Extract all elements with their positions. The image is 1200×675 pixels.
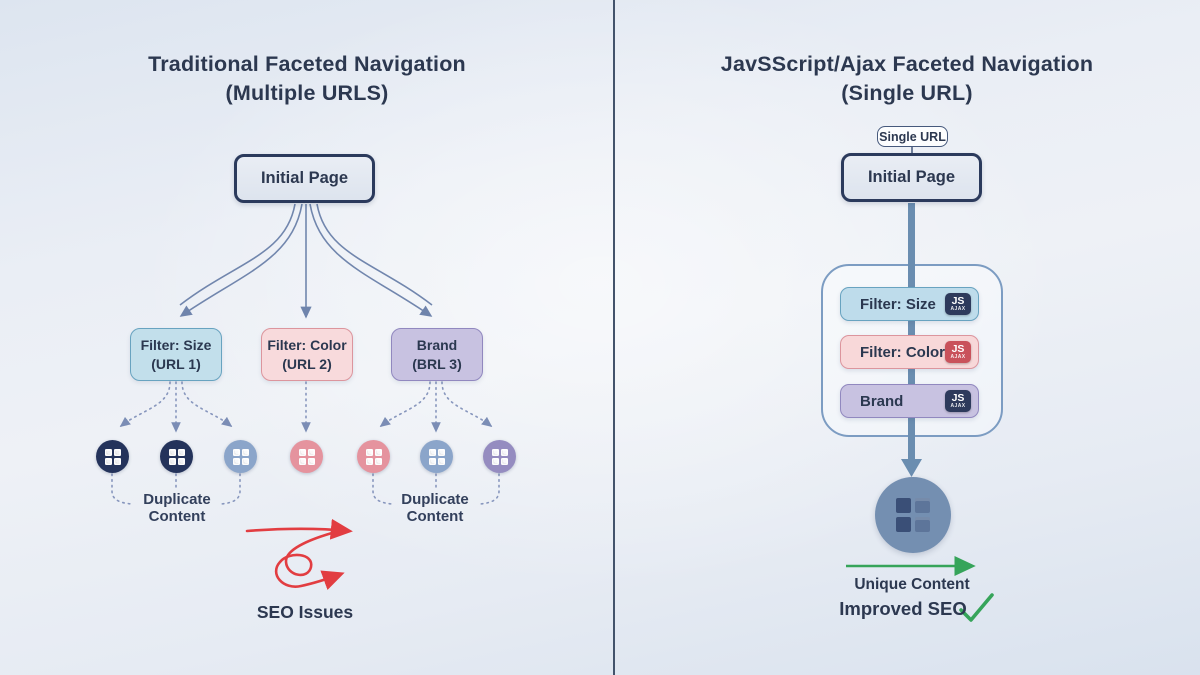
grid-page-icon [420,440,453,473]
ajax-brand-label: Brand [860,392,904,410]
js-ajax-badge-icon: JS AJAX [945,390,971,412]
left-title-line1: Traditional Faceted Navigation [148,52,466,76]
brand-line2: (BRL 3) [412,355,462,372]
seo-issues-label: SEO Issues [256,602,354,622]
single-url-label: Single URL [879,129,946,144]
filter-size-box: Filter: Size (URL 1) [130,328,222,381]
duplicate-line2: Content [148,507,206,525]
grid-page-icon [290,440,323,473]
filter-size-line2: (URL 1) [151,355,201,372]
duplicate-line1: Duplicate [401,491,469,508]
tangled-red-arrow-icon [245,518,353,590]
ajax-badge-text: AJAX [950,354,966,360]
grid-page-icon [224,440,257,473]
left-panel-title: Traditional Faceted Navigation (Multiple… [0,50,614,108]
ajax-filter-color-label: Filter: Color [860,343,945,361]
right-panel-title: JavSScript/Ajax Faceted Navigation (Sing… [614,50,1200,108]
duplicate-content-label: Duplicate Content [117,491,237,525]
filter-color-line1: Filter: Color [267,336,347,353]
brand-line1: Brand [416,336,458,353]
filter-size-line1: Filter: Size [140,336,212,353]
js-ajax-badge-icon: JS AJAX [945,341,971,363]
ajax-badge-text: AJAX [950,306,966,312]
ajax-brand-pill: Brand JS AJAX [840,384,979,418]
single-url-tag: Single URL [877,126,948,147]
js-ajax-badge-icon: JS AJAX [945,293,971,315]
right-initial-page-label: Initial Page [867,168,956,186]
ajax-badge-text: AJAX [950,403,966,409]
ajax-filter-size-label: Filter: Size [860,295,936,313]
grid-page-icon [357,440,390,473]
grid-page-icon [96,440,129,473]
filter-color-box: Filter: Color (URL 2) [261,328,353,381]
brand-box: Brand (BRL 3) [391,328,483,381]
js-badge-text: JS [951,343,965,355]
left-initial-page-box: Initial Page [234,154,375,203]
panel-divider [613,0,615,675]
left-title-line2: (Multiple URLS) [225,81,389,105]
js-badge-text: JS [951,295,965,307]
ajax-filter-size-pill: Filter: Size JS AJAX [840,287,979,321]
grid-page-icon-large [875,477,951,553]
grid-page-icon [483,440,516,473]
duplicate-line2: Content [406,507,464,525]
right-initial-page-box: Initial Page [841,153,982,202]
duplicate-content-label: Duplicate Content [375,491,495,525]
fanout-arrows [179,203,433,319]
grid-page-icon [160,440,193,473]
js-badge-text: JS [951,392,965,404]
unique-content-label: Unique Content [854,576,970,593]
left-initial-page-label: Initial Page [260,169,349,187]
filter-color-line2: (URL 2) [282,355,332,372]
duplicate-line1: Duplicate [143,491,211,508]
ajax-filter-color-pill: Filter: Color JS AJAX [840,335,979,369]
improved-seo-label: Improved SEO [839,598,967,619]
right-title-line1: JavSScript/Ajax Faceted Navigation [720,52,1094,76]
right-title-line2: (Single URL) [841,81,973,105]
